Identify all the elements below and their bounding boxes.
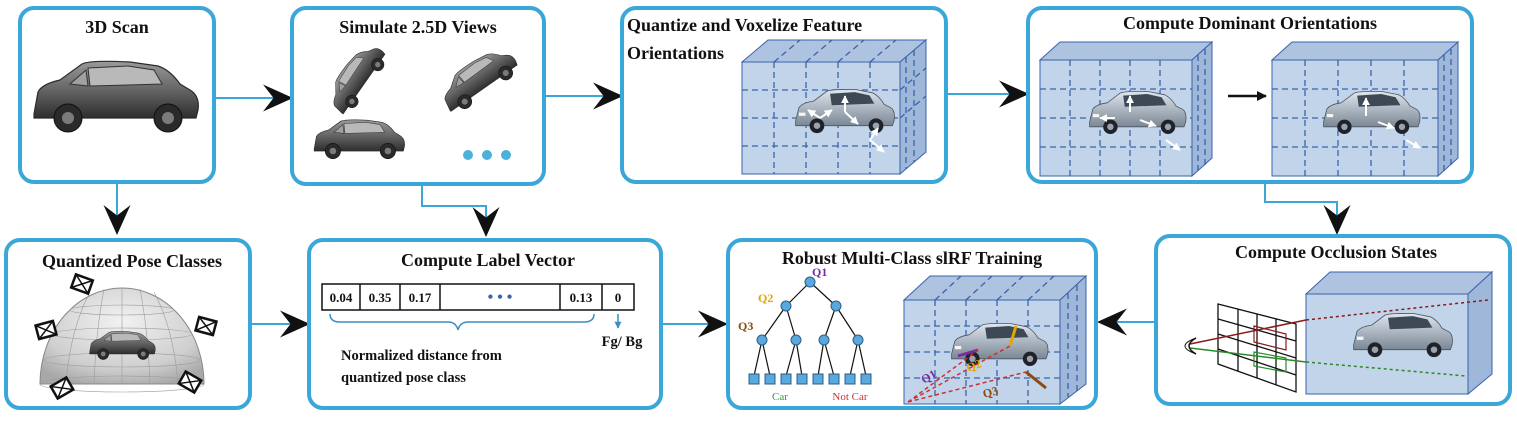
- label-vector-cell: 0.13: [570, 290, 593, 305]
- tree-not-car-label: Not Car: [832, 391, 867, 403]
- label-vector-brace: [329, 313, 595, 331]
- label-vector-note-line1: Normalized distance from: [341, 348, 502, 364]
- tree-q3-label: Q3: [738, 319, 753, 333]
- ellipsis-dots-icon: [463, 150, 511, 160]
- tree-q2-label: Q2: [758, 291, 773, 305]
- box-slrf-training: Robust Multi-Class slRF Training: [726, 238, 1098, 410]
- occlusion-rays: [1189, 299, 1489, 377]
- label-vector-cell: 0: [615, 290, 622, 305]
- occlusion-cube: [1304, 270, 1494, 396]
- box-title-3d-scan: 3D Scan: [85, 17, 149, 37]
- voxel-cube-before: [1038, 40, 1214, 178]
- voxel-cube-after: [1270, 40, 1460, 178]
- tree-q1-label: Q1: [812, 265, 827, 279]
- box-title-dominant-orientations: Compute Dominant Orientations: [1123, 13, 1377, 33]
- box-quantize-voxelize: Quantize and Voxelize Feature Orientatio…: [620, 6, 948, 184]
- box-pose-classes: Quantized Pose Classes: [4, 238, 252, 410]
- label-vector-cell: • • •: [488, 289, 513, 306]
- overlay-q2-label: Q2: [964, 356, 983, 374]
- fg-bg-label: Fg/ Bg: [602, 334, 643, 350]
- overlay-q1-label: Q1: [919, 367, 939, 387]
- box-title-quantize-line1: Quantize and Voxelize Feature: [627, 15, 862, 35]
- label-vector-note-line2: quantized pose class: [341, 370, 466, 386]
- label-vector-cell: 0.17: [409, 290, 432, 305]
- box-title-simulate-views: Simulate 2.5D Views: [339, 17, 497, 37]
- camera-icon: [34, 319, 58, 341]
- box-dominant-orientations: Compute Dominant Orientations: [1026, 6, 1474, 184]
- box-title-occlusion-states: Compute Occlusion States: [1235, 242, 1437, 262]
- voxel-cube: [740, 38, 928, 176]
- tree-car-label: Car: [772, 391, 788, 403]
- box-simulate-views: Simulate 2.5D Views: [290, 6, 546, 186]
- view-sphere-icon: [34, 273, 218, 400]
- box-3d-scan: 3D Scan: [18, 6, 216, 184]
- box-title-slrf-training: Robust Multi-Class slRF Training: [782, 248, 1042, 268]
- decision-tree: Q1 Q2 Q3 Car Not Car: [738, 265, 872, 403]
- overlay-q3-label: Q3: [981, 383, 999, 400]
- label-vector-cell: 0.04: [330, 290, 353, 305]
- training-voxel-cube: Q1 Q2 Q3: [902, 274, 1088, 406]
- box-occlusion-states: Compute Occlusion States: [1154, 234, 1512, 406]
- box-title-pose-classes: Quantized Pose Classes: [42, 251, 222, 271]
- label-vector-table: 0.04 0.35 0.17 • • • 0.13 0: [321, 283, 635, 311]
- arrow-simulate-to-label: [421, 186, 500, 237]
- connector-arrows: [103, 80, 1351, 338]
- arrow-dominant-to-occlusion: [1264, 182, 1351, 235]
- box-label-vector: Compute Label Vector 0.04 0.35 0.17 • • …: [307, 238, 663, 410]
- eye-icon: [1184, 337, 1197, 355]
- camera-icon: [194, 315, 218, 337]
- box-title-quantize-line2: Orientations: [627, 43, 724, 63]
- box-title-label-vector: Compute Label Vector: [401, 250, 575, 270]
- label-vector-cell: 0.35: [369, 290, 392, 305]
